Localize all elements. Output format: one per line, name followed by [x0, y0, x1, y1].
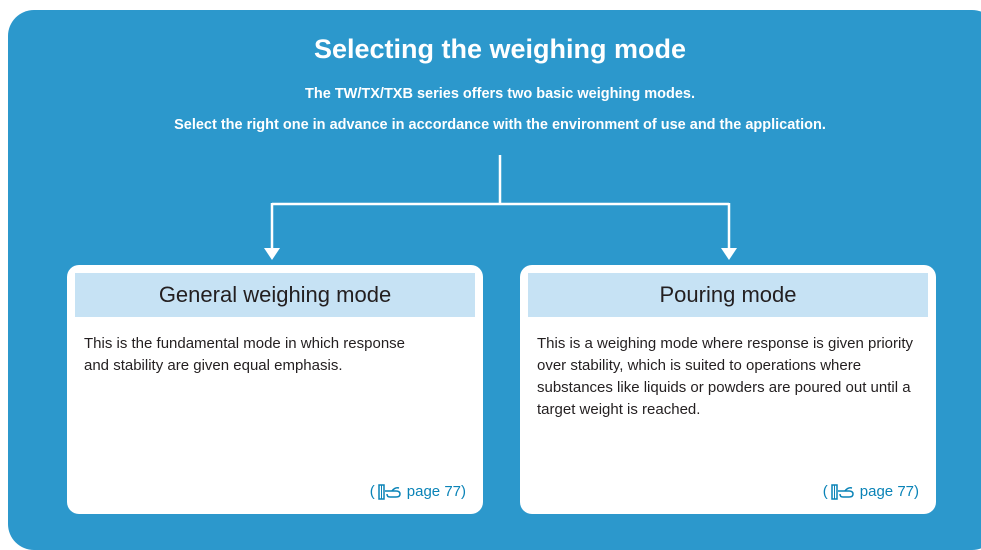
arrow-down-right-icon	[721, 248, 737, 260]
page-reference-icon	[378, 483, 401, 500]
arrow-down-left-icon	[264, 248, 280, 260]
mode-connector-diagram	[264, 155, 737, 260]
ref-open-paren: (	[369, 483, 375, 500]
page-title: Selecting the weighing mode	[313, 34, 687, 64]
pouring-mode-card: Pouring mode This is a weighing mode whe…	[520, 265, 936, 514]
page-reference-icon	[831, 483, 854, 500]
page-reference-link[interactable]: ( page 77)	[823, 483, 919, 500]
subtitle-line-1: The TW/TX/TXB series offers two basic we…	[305, 86, 695, 102]
ref-open-paren: (	[822, 483, 828, 500]
mode-heading: General weighing mode	[75, 273, 475, 317]
mode-heading: Pouring mode	[528, 273, 928, 317]
subtitle-line-2: Select the right one in advance in accor…	[174, 117, 826, 133]
ref-page-text: page 77)	[406, 483, 466, 500]
general-weighing-mode-card: General weighing mode This is the fundam…	[67, 265, 483, 514]
ref-page-text: page 77)	[859, 483, 919, 500]
page-reference-link[interactable]: ( page 77)	[370, 483, 466, 500]
mode-description: This is the fundamental mode in which re…	[84, 335, 406, 374]
mode-description: This is a weighing mode where response i…	[537, 335, 914, 418]
